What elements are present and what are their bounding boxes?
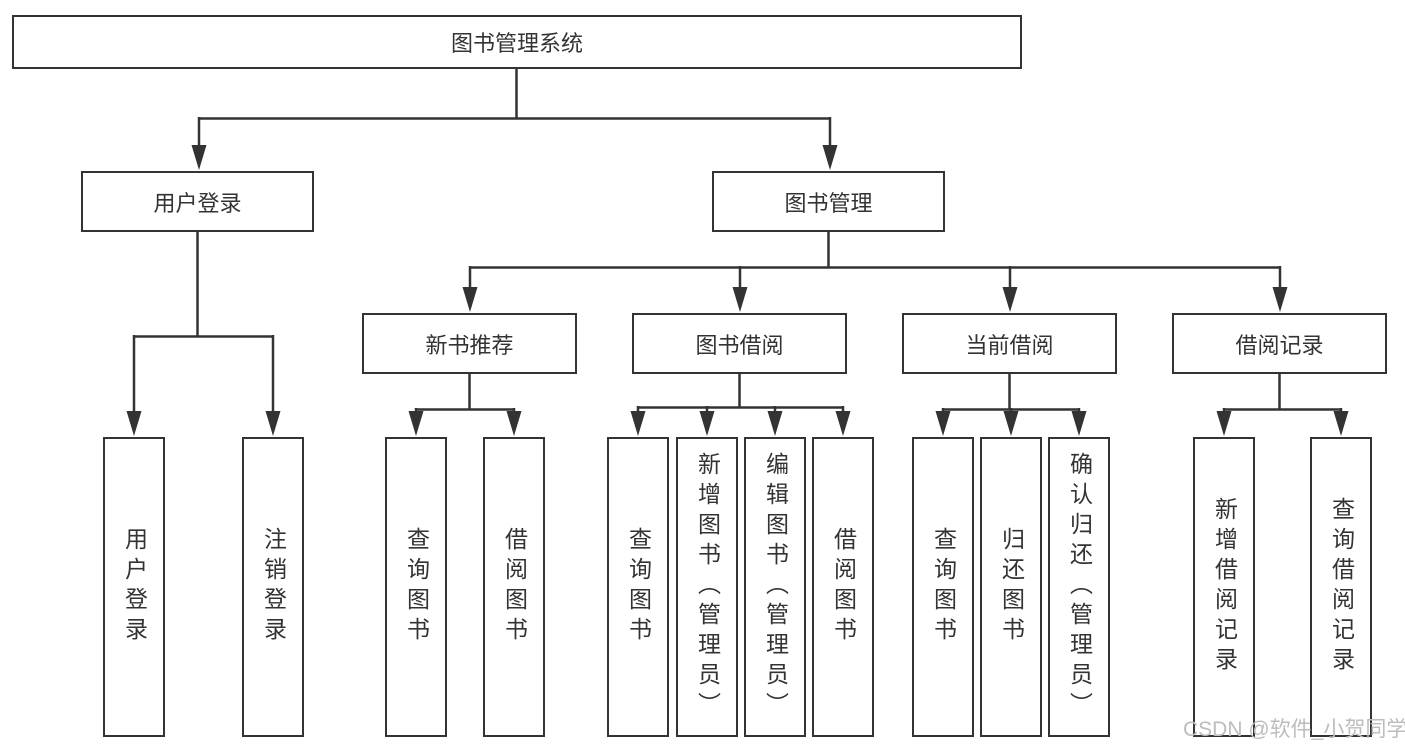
node-label: 借阅图书 (501, 527, 528, 647)
node-label: 编辑图书（管理员） (762, 452, 789, 722)
node-label: 查询图书 (625, 527, 652, 647)
node-label: 查询图书 (403, 527, 430, 647)
node-library-management-system: 图书管理系统 (12, 15, 1022, 69)
node-label: 确认归还（管理员） (1066, 452, 1093, 722)
node-label: 查询图书 (930, 527, 957, 647)
node-label: 图书管理 (784, 190, 873, 216)
node-label: 当前借阅 (965, 332, 1054, 358)
leaf-query-books-recommend: 查询图书 (385, 437, 447, 737)
node-book-management: 图书管理 (712, 171, 945, 232)
leaf-borrow-books-recommend: 借阅图书 (483, 437, 545, 737)
node-label: 新增图书（管理员） (694, 452, 721, 722)
csdn-watermark: CSDN @软件_小贺同学 (1183, 718, 1405, 741)
node-new-book-recommend: 新书推荐 (362, 313, 577, 374)
node-label: 注销登录 (260, 527, 287, 647)
node-label: 查询借阅记录 (1328, 497, 1355, 677)
leaf-add-books-admin: 新增图书（管理员） (676, 437, 738, 737)
leaf-query-borrow-record: 查询借阅记录 (1310, 437, 1372, 737)
arrowheads (126, 145, 1349, 436)
leaf-add-borrow-record: 新增借阅记录 (1193, 437, 1255, 737)
leaf-query-books-current: 查询图书 (912, 437, 974, 737)
node-label: 图书借阅 (695, 332, 784, 358)
node-label: 用户登录 (153, 190, 242, 216)
node-borrow-records: 借阅记录 (1172, 313, 1387, 374)
node-label: 新书推荐 (425, 332, 514, 358)
leaf-return-books: 归还图书 (980, 437, 1042, 737)
node-label: 归还图书 (998, 527, 1025, 647)
node-book-borrow: 图书借阅 (632, 313, 847, 374)
node-label: 新增借阅记录 (1211, 497, 1238, 677)
leaf-query-books-borrow: 查询图书 (607, 437, 669, 737)
leaf-user-login: 用户登录 (103, 437, 165, 737)
node-label: 用户登录 (121, 527, 148, 647)
leaf-edit-books-admin: 编辑图书（管理员） (744, 437, 806, 737)
node-label: 图书管理系统 (450, 31, 583, 56)
node-label: 借阅图书 (830, 527, 857, 647)
leaf-confirm-return-admin: 确认归还（管理员） (1048, 437, 1110, 737)
node-label: 借阅记录 (1235, 332, 1324, 358)
leaf-logout: 注销登录 (242, 437, 304, 737)
node-user-login-branch: 用户登录 (81, 171, 314, 232)
node-current-borrow: 当前借阅 (902, 313, 1117, 374)
leaf-borrow-books: 借阅图书 (812, 437, 874, 737)
